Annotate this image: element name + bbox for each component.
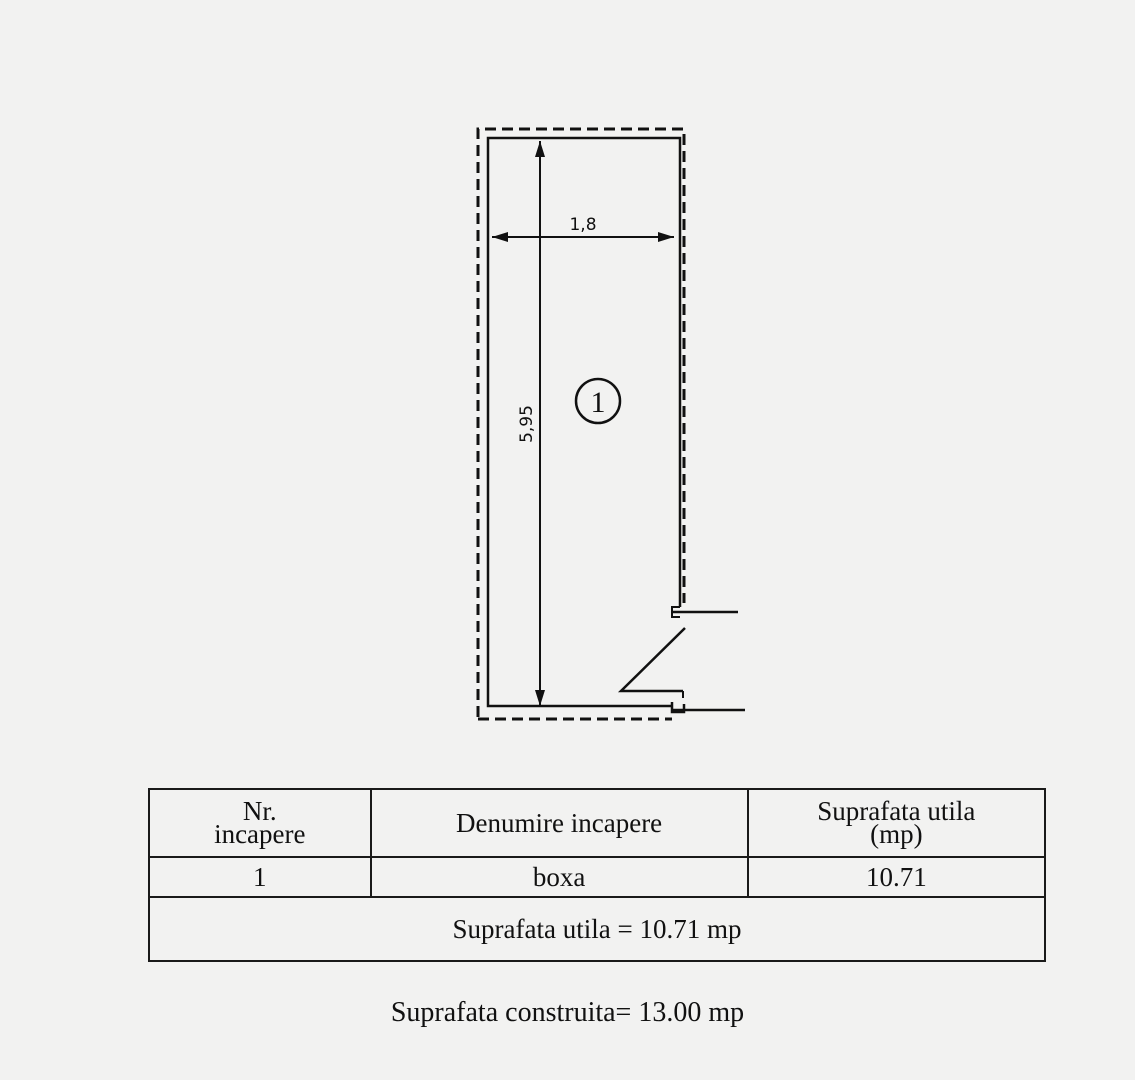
header-room-name: Denumire incapere [369,788,749,858]
room-number-label: 1 [591,386,606,419]
length-arrow-bottom [535,690,545,706]
header-usable-area-line1: Suprafata utila [817,796,976,826]
outer-boundary-dashed [476,127,686,717]
floor-plan: 1,8 5,95 1 [476,127,745,721]
door-leaf [617,627,686,693]
header-usable-area: Suprafata utila (mp) [746,788,1047,858]
cell-room-number: 1 [148,856,372,898]
header-room-number-line2: incapere [214,819,306,849]
width-arrow-left [492,232,508,242]
cell-room-name: boxa [369,856,749,898]
total-usable-area: Suprafata utila = 10.71 mp [148,896,1046,962]
width-dimension-label: 1,8 [569,215,596,235]
table-header-row: Nr. incapere Denumire incapere Suprafata… [148,788,1047,858]
inner-wall [486,136,682,708]
length-arrow-top [535,141,545,157]
length-dimension-label: 5,95 [517,405,537,443]
header-room-number-line1: Nr. [242,796,277,826]
header-room-name-text: Denumire incapere [456,807,663,838]
table-total-row: Suprafata utila = 10.71 mp [148,896,1046,962]
width-arrow-right [658,232,674,242]
rooms-table: Nr. incapere Denumire incapere Suprafata… [148,788,1047,962]
constructed-area-label: Suprafata construita= 13.00 mp [390,997,745,1028]
wall-lines-right [670,610,745,714]
room-number-circle [574,377,622,425]
table-row: 1 boxa 10.71 [148,856,1047,898]
header-usable-area-line2: (mp) [870,819,923,849]
header-room-number: Nr. incapere [148,788,372,858]
cell-room-area: 10.71 [746,856,1047,898]
